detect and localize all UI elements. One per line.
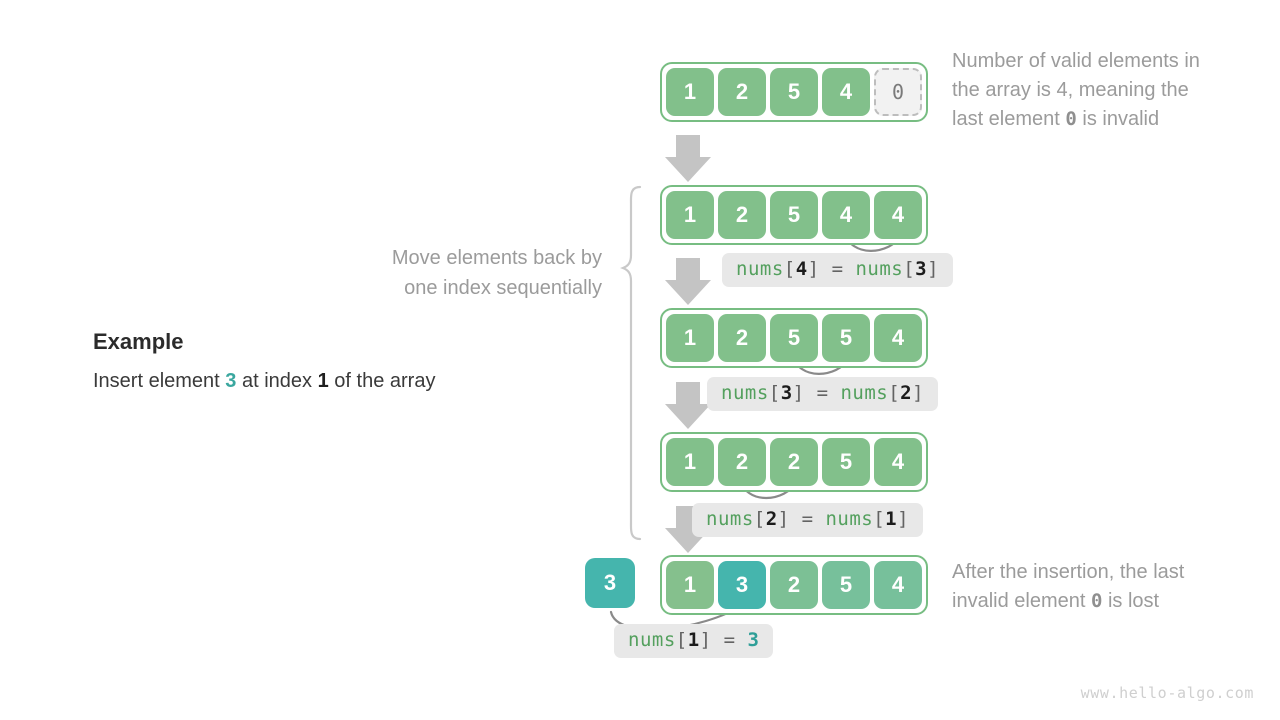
array-step-final: 1 3 2 5 4 xyxy=(660,555,928,615)
note-final-value: 0 xyxy=(1090,590,1103,612)
code-rhs-name: nums xyxy=(855,258,904,280)
array-step-shift-3: 1 2 5 5 4 xyxy=(660,308,928,368)
code-lhs-name: nums xyxy=(628,629,676,651)
code-label-shift-2: nums[2] = nums[1] xyxy=(692,503,924,537)
array-cell: 2 xyxy=(718,314,766,362)
note-final-part2: is lost xyxy=(1102,590,1160,612)
example-suffix: of the array xyxy=(328,370,436,392)
array-step-initial: 1 2 5 4 0 xyxy=(660,62,928,122)
note-initial-value: 0 xyxy=(1065,108,1077,130)
code-lhs-index: 2 xyxy=(765,508,778,530)
code-rhs-index: 1 xyxy=(885,508,898,530)
example-description: Insert element 3 at index 1 of the array xyxy=(93,370,435,393)
array-cell: 2 xyxy=(718,191,766,239)
array-cell: 2 xyxy=(718,438,766,486)
array-cell: 1 xyxy=(666,314,714,362)
code-lhs-index: 4 xyxy=(795,258,808,280)
code-lhs-name: nums xyxy=(721,382,769,404)
insert-source-box: 3 xyxy=(585,558,635,608)
code-rhs-value: 3 xyxy=(747,629,760,651)
array-cell-invalid: 0 xyxy=(874,68,922,116)
code-equals: = xyxy=(711,629,748,651)
array-cell: 4 xyxy=(874,191,922,239)
code-equals: = xyxy=(804,382,841,404)
down-arrow-2 xyxy=(665,258,711,305)
array-cell: 2 xyxy=(770,438,818,486)
array-step-shift-2: 1 2 2 5 4 xyxy=(660,432,928,492)
site-watermark: www.hello-algo.com xyxy=(1080,684,1254,702)
array-cell: 5 xyxy=(822,561,870,609)
note-final-part1: After the insertion, the last invalid el… xyxy=(952,561,1185,612)
example-middle: at index xyxy=(236,370,318,392)
code-rhs-name: nums xyxy=(840,382,889,404)
array-cell: 4 xyxy=(822,191,870,239)
example-title: Example xyxy=(93,329,184,354)
note-initial-part2: is invalid xyxy=(1076,108,1160,130)
code-lhs-index: 1 xyxy=(687,629,700,651)
array-cell: 1 xyxy=(666,68,714,116)
array-cell: 4 xyxy=(874,438,922,486)
code-equals: = xyxy=(789,508,826,530)
code-lhs-name: nums xyxy=(736,258,784,280)
note-initial: Number of valid elements in the array is… xyxy=(952,47,1262,134)
code-rhs-name: nums xyxy=(825,508,874,530)
array-cell: 1 xyxy=(666,438,714,486)
code-label-insert: nums[1] = 3 xyxy=(614,624,774,658)
array-step-shift-4: 1 2 5 4 4 xyxy=(660,185,928,245)
code-label-shift-3: nums[3] = nums[2] xyxy=(707,377,939,411)
code-rhs-index: 3 xyxy=(915,258,928,280)
array-cell: 5 xyxy=(822,314,870,362)
example-value: 3 xyxy=(225,370,237,392)
array-cell: 4 xyxy=(874,314,922,362)
note-shift: Move elements back by one index sequenti… xyxy=(391,247,602,299)
code-lhs-index: 3 xyxy=(780,382,793,404)
note-initial-part1: Number of valid elements in the array is… xyxy=(952,50,1200,130)
example-prefix: Insert element xyxy=(93,370,226,392)
array-cell: 5 xyxy=(770,68,818,116)
code-rhs-index: 2 xyxy=(900,382,913,404)
array-cell: 2 xyxy=(770,561,818,609)
array-cell: 2 xyxy=(718,68,766,116)
code-equals: = xyxy=(819,258,856,280)
grouping-brace xyxy=(620,185,642,541)
array-cell: 4 xyxy=(822,68,870,116)
note-final: After the insertion, the last invalid el… xyxy=(952,558,1264,616)
array-cell: 1 xyxy=(666,561,714,609)
array-cell: 4 xyxy=(874,561,922,609)
code-label-shift-4: nums[4] = nums[3] xyxy=(722,253,954,287)
array-cell: 1 xyxy=(666,191,714,239)
example-index: 1 xyxy=(317,370,329,392)
array-cell: 5 xyxy=(822,438,870,486)
code-lhs-name: nums xyxy=(706,508,754,530)
array-cell: 5 xyxy=(770,191,818,239)
down-arrow-1 xyxy=(665,135,711,182)
array-cell: 5 xyxy=(770,314,818,362)
array-cell-inserted: 3 xyxy=(718,561,766,609)
down-arrow-3 xyxy=(665,382,711,429)
